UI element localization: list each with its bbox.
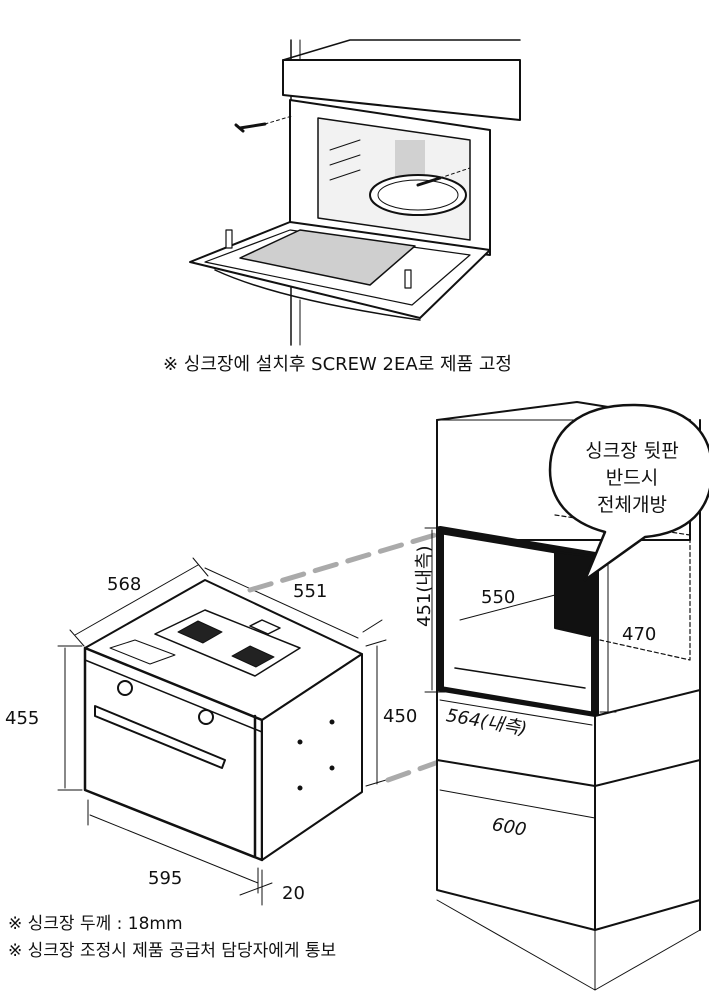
cabinet-dimension-lines	[424, 527, 617, 819]
bubble-line-1: 싱크장 뒷판	[585, 440, 679, 462]
bubble-line-2: 반드시	[605, 467, 659, 489]
dim-470: 470	[622, 624, 657, 645]
screw-right	[416, 167, 471, 187]
dim-450: 450	[383, 706, 418, 727]
top-caption: ※ 싱크장에 설치후 SCREW 2EA로 제품 고정	[163, 354, 512, 375]
top-installation-illustration	[189, 39, 521, 346]
bubble-line-3: 전체개방	[597, 494, 667, 516]
dim-550: 550	[481, 587, 516, 608]
speech-bubble	[548, 403, 709, 582]
oven-illustration	[83, 579, 363, 862]
note-thickness: ※ 싱크장 두께 : 18mm	[8, 914, 183, 934]
dim-20: 20	[282, 883, 305, 904]
dim-455: 455	[5, 708, 40, 729]
dim-451-inner: 451(내측)	[414, 545, 435, 627]
dim-568: 568	[107, 574, 142, 595]
screw-left	[234, 115, 293, 133]
oven-dimension-lines	[57, 557, 387, 906]
bubble-text: 싱크장 뒷판 반드시 전체개방	[552, 438, 709, 519]
note-adjustment: ※ 싱크장 조정시 제품 공급처 담당자에게 통보	[8, 941, 337, 961]
dim-551: 551	[293, 581, 328, 602]
dim-595: 595	[148, 868, 183, 889]
